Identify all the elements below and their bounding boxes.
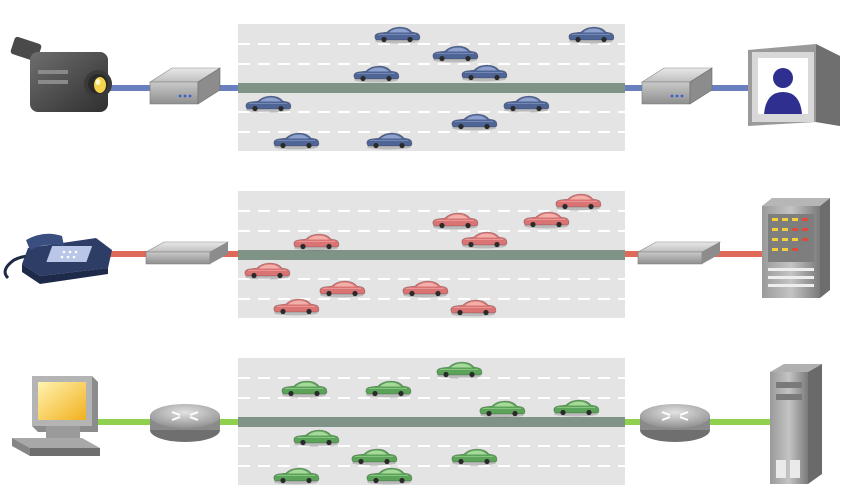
highway-median	[238, 83, 625, 93]
video-car	[461, 64, 508, 82]
data-router-right-icon	[640, 404, 710, 442]
pbx-server-rack-icon	[762, 198, 830, 298]
video-car	[353, 65, 400, 83]
video-car	[451, 113, 498, 131]
data-car	[451, 448, 498, 466]
data-car	[365, 380, 412, 398]
data-car	[436, 361, 483, 379]
highway-video	[238, 24, 625, 151]
video-monitor-icon	[748, 44, 840, 126]
voice-car	[244, 262, 291, 280]
voice-car	[450, 299, 497, 317]
voice-switch-left-icon	[144, 241, 230, 265]
voice-car	[461, 231, 508, 249]
video-modem-left-icon	[148, 67, 222, 105]
voice-switch-right-icon	[636, 241, 722, 265]
video-car	[273, 132, 320, 150]
data-router-left-icon	[150, 404, 220, 442]
highway-data	[238, 358, 625, 485]
highway-median	[238, 417, 625, 427]
voice-car	[523, 211, 570, 229]
data-car	[273, 467, 320, 485]
data-car	[281, 380, 328, 398]
row-video	[10, 24, 840, 151]
video-car	[503, 95, 550, 113]
data-traffic	[273, 361, 600, 485]
data-car	[293, 429, 340, 447]
voice-car	[319, 280, 366, 298]
video-car	[568, 26, 615, 44]
video-camera-icon	[10, 36, 112, 112]
video-car	[432, 45, 479, 63]
desk-telephone-icon	[3, 233, 112, 284]
highway-voice	[238, 191, 625, 318]
video-car	[374, 26, 421, 44]
data-car	[351, 448, 398, 466]
video-modem-right-icon	[640, 67, 714, 105]
voice-car	[555, 193, 602, 211]
video-car	[366, 132, 413, 150]
voice-car	[402, 280, 449, 298]
row-data	[12, 358, 822, 485]
voice-traffic	[244, 193, 602, 317]
voice-car	[273, 298, 320, 316]
data-car	[479, 400, 526, 418]
voice-car	[293, 233, 340, 251]
highway-median	[238, 250, 625, 260]
data-car	[553, 399, 600, 417]
server-tower-icon	[770, 364, 822, 484]
data-car	[366, 467, 413, 485]
video-traffic	[245, 26, 615, 150]
voice-car	[432, 212, 479, 230]
desktop-computer-icon	[12, 376, 100, 456]
row-voice	[3, 191, 830, 318]
video-car	[245, 95, 292, 113]
